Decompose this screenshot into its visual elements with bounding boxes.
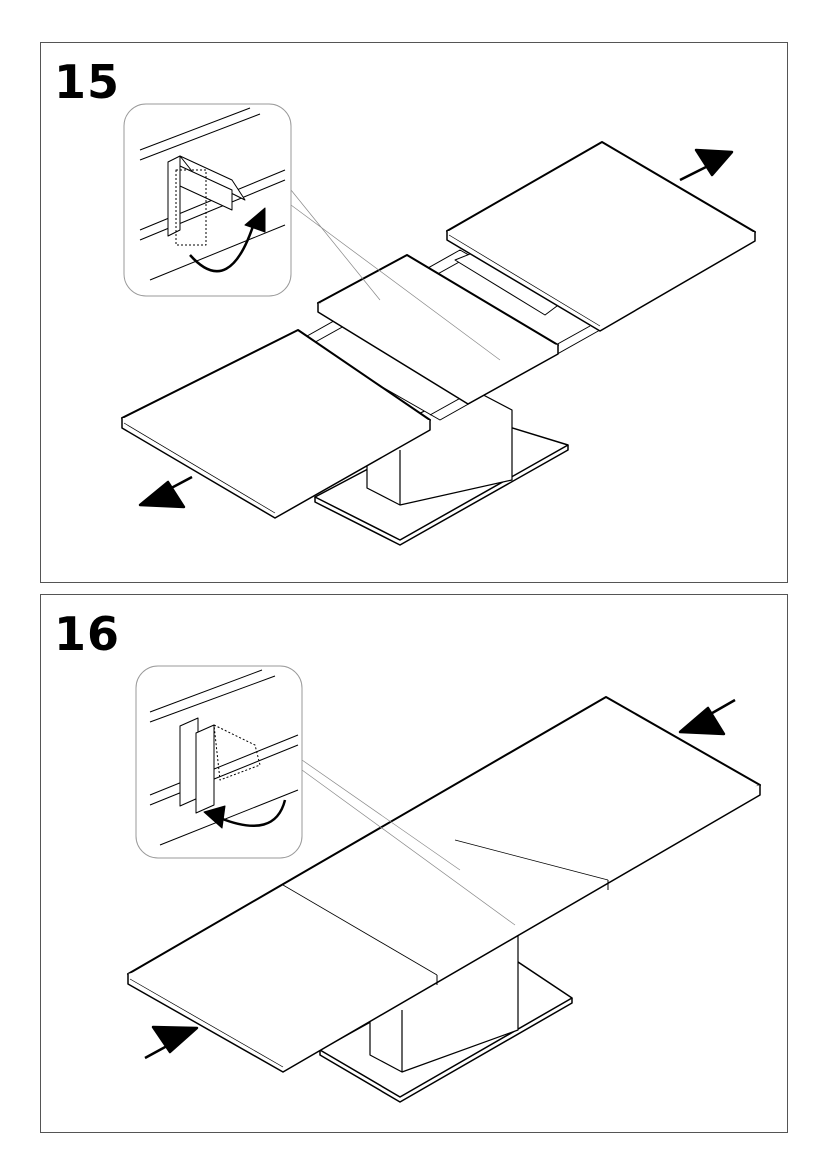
arrow-icon (678, 698, 736, 736)
step-15-number: 15 (54, 55, 121, 109)
step-16-number: 16 (54, 607, 121, 661)
extended-tabletop (127, 696, 761, 1073)
arrow-icon (679, 148, 734, 182)
middle-leaf (317, 254, 559, 405)
right-leaf (446, 141, 756, 332)
detail-inset (123, 103, 292, 297)
left-leaf (121, 329, 431, 519)
arrow-icon (138, 475, 193, 509)
callout-lines (290, 189, 501, 361)
callout-lines (301, 759, 516, 926)
arrow-icon (144, 1025, 199, 1060)
step-15-drawing (121, 103, 756, 546)
step-16-drawing (127, 665, 761, 1103)
detail-inset (135, 665, 303, 859)
